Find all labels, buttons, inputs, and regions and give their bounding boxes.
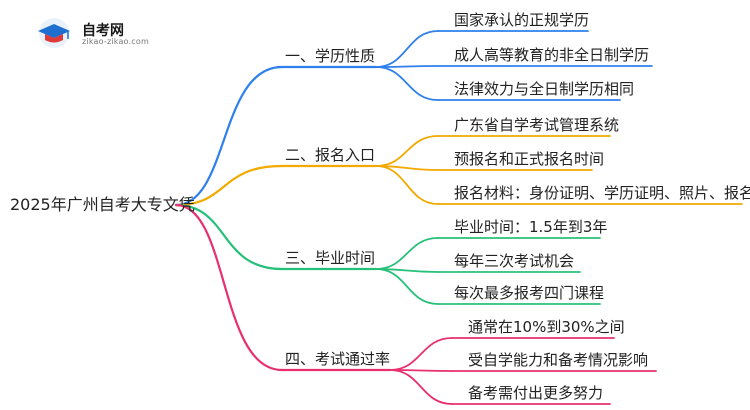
branch-1-curve: [174, 65, 284, 207]
branch-2-child-1-curve: [375, 135, 439, 167]
branch-3-item-1: 毕业时间：1.5年到3年: [454, 218, 608, 236]
branch-1-item-3: 法律效力与全日制学历相同: [454, 80, 635, 98]
branch-4-label: 四、考试通过率: [285, 350, 391, 368]
logo-subtitle: zikao-zikao.com: [82, 37, 149, 46]
branch-1-item-2: 成人高等教育的非全日制学历: [454, 46, 650, 64]
branch-2-item-3: 报名材料：身份证明、学历证明、照片、报名表: [454, 184, 750, 202]
branch-4-item-2: 受自学能力和备考情况影响: [468, 351, 649, 369]
branch-3-curve: [174, 203, 284, 271]
branch-1-child-2-curve: [375, 65, 439, 68]
logo-title: 自考网: [82, 23, 124, 39]
branch-4-item-1: 通常在10%到30%之间: [468, 318, 625, 336]
branch-1-label: 一、学历性质: [285, 47, 376, 65]
branch-4-child-3-curve: [389, 369, 453, 405]
root-node-label: 2025年广州自考大专文凭: [10, 195, 195, 214]
branch-1-child-3-curve: [375, 66, 439, 101]
branch-2-child-3-curve: [375, 165, 439, 205]
site-logo[interactable]: 自考网 zikao-zikao.com: [30, 16, 150, 50]
branch-3-child-1-curve: [375, 237, 439, 270]
branch-2-item-2: 预报名和正式报名时间: [454, 150, 605, 168]
branch-2-curve: [174, 164, 284, 207]
branch-3-item-3: 每次最多报考四门课程: [454, 284, 605, 302]
branch-4-child-1-curve: [389, 337, 453, 371]
branch-2-label: 二、报名入口: [285, 146, 376, 164]
branch-2-item-1: 广东省自学考试管理系统: [454, 116, 620, 134]
branch-4-curve: [174, 203, 284, 372]
branch-1-child-1-curve: [375, 30, 439, 68]
branch-3-label: 三、毕业时间: [285, 249, 376, 267]
branch-1-item-1: 国家承认的正规学历: [454, 11, 590, 29]
branch-3-item-2: 每年三次考试机会: [454, 252, 575, 270]
graduation-cap-icon: [38, 18, 70, 48]
branch-3-child-3-curve: [375, 268, 439, 305]
branch-4-item-3: 备考需付出更多努力: [468, 384, 604, 402]
